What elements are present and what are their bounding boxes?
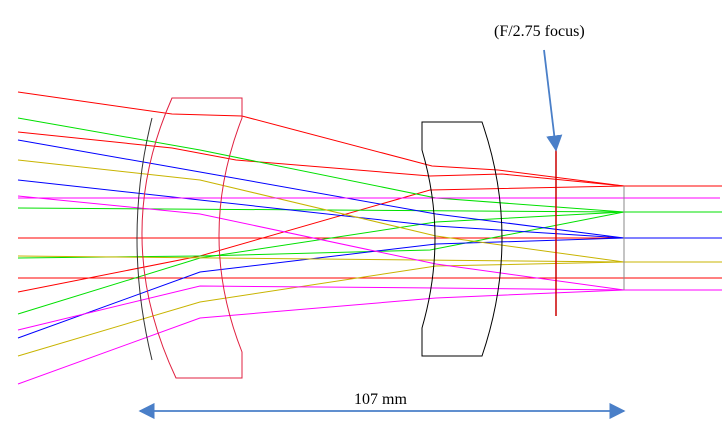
- ray-red: [17, 185, 625, 293]
- ray-blue: [17, 237, 625, 339]
- focus-label: (F/2.75 focus): [494, 23, 585, 40]
- front-lens-element: [141, 97, 243, 379]
- ray-magenta: [17, 285, 722, 331]
- ray-blue: [17, 179, 625, 239]
- ray-green: [17, 117, 625, 213]
- dimension-label: 107 mm: [354, 391, 407, 408]
- ray-magenta: [17, 289, 625, 385]
- ray-blue: [17, 139, 722, 239]
- ray-green: [17, 211, 625, 259]
- ray-green: [17, 211, 625, 315]
- ray-olive: [17, 261, 625, 357]
- ray-red: [17, 131, 625, 187]
- front-lens-inner-surface: [136, 117, 153, 361]
- ray-magenta: [17, 195, 625, 291]
- rear-lens-element: [421, 121, 503, 357]
- ray-olive: [17, 159, 625, 263]
- focus-pointer-arrow: [543, 49, 563, 152]
- ray-bundles: [17, 91, 722, 385]
